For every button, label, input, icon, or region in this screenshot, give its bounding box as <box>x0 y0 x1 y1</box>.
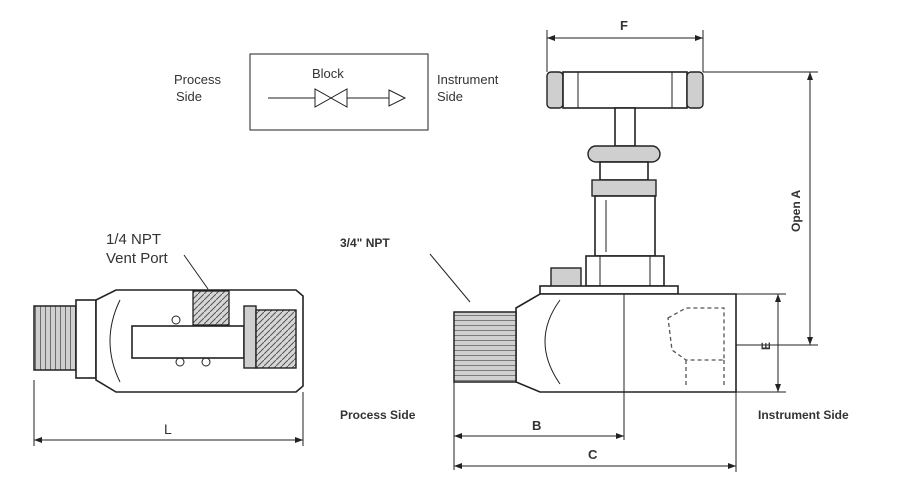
vent-port-label-2: Vent Port <box>106 250 169 267</box>
outlet-thread <box>255 309 297 369</box>
instrument-side-label-2: Side <box>437 89 463 104</box>
block-label: Block <box>312 66 344 81</box>
body-plate <box>539 285 679 295</box>
process-side-label-2: Side <box>176 89 202 104</box>
side-view: 1/4 NPT Vent Port L <box>33 231 304 446</box>
handle-end-right <box>686 71 704 109</box>
front-body-curve <box>544 299 561 385</box>
vent-port-label-1: 1/4 NPT <box>106 231 161 248</box>
gland <box>599 161 649 181</box>
lock-nut <box>591 179 657 197</box>
dim-l-label: L <box>164 421 172 437</box>
flow-symbol: Block Process Side Instrument Side <box>174 53 499 131</box>
front-stem <box>614 107 636 147</box>
stem-pin-bottom <box>175 357 185 367</box>
inlet-hex <box>75 299 97 379</box>
block-valve-icon <box>314 88 348 108</box>
side-stem <box>131 325 245 359</box>
front-process-side-label: Process Side <box>340 408 416 422</box>
dim-c-label: C <box>588 447 598 462</box>
dim-open-a-label: Open A <box>789 189 803 232</box>
instrument-side-label-1: Instrument <box>437 72 499 87</box>
bonnet-hex <box>585 255 665 287</box>
body-curve <box>109 299 121 383</box>
handle-bar <box>562 71 688 109</box>
vent-port <box>192 290 230 326</box>
dim-e-label: E <box>759 342 773 350</box>
vent-plug <box>550 267 582 289</box>
stem-pin-top <box>171 315 181 325</box>
handle-end-left <box>546 71 564 109</box>
packing-nut <box>587 145 661 163</box>
process-side-label-1: Process <box>174 72 221 87</box>
vent-leader <box>183 254 209 290</box>
symbol-frame <box>249 53 429 131</box>
front-body <box>515 293 737 393</box>
bonnet <box>594 195 656 257</box>
npt-leader <box>429 253 471 303</box>
dim-b-label: B <box>532 418 541 433</box>
front-view: 3/4" NPT F Open A E B C Process Side Ins… <box>340 18 849 472</box>
front-instrument-side-label: Instrument Side <box>758 408 849 422</box>
npt-label: 3/4" NPT <box>340 236 390 250</box>
stem-pin-right <box>201 357 211 367</box>
front-inlet-thread <box>453 311 517 383</box>
dim-f-label: F <box>620 18 628 33</box>
instrument-arrow-icon <box>388 89 407 107</box>
outlet-collar <box>243 305 257 369</box>
